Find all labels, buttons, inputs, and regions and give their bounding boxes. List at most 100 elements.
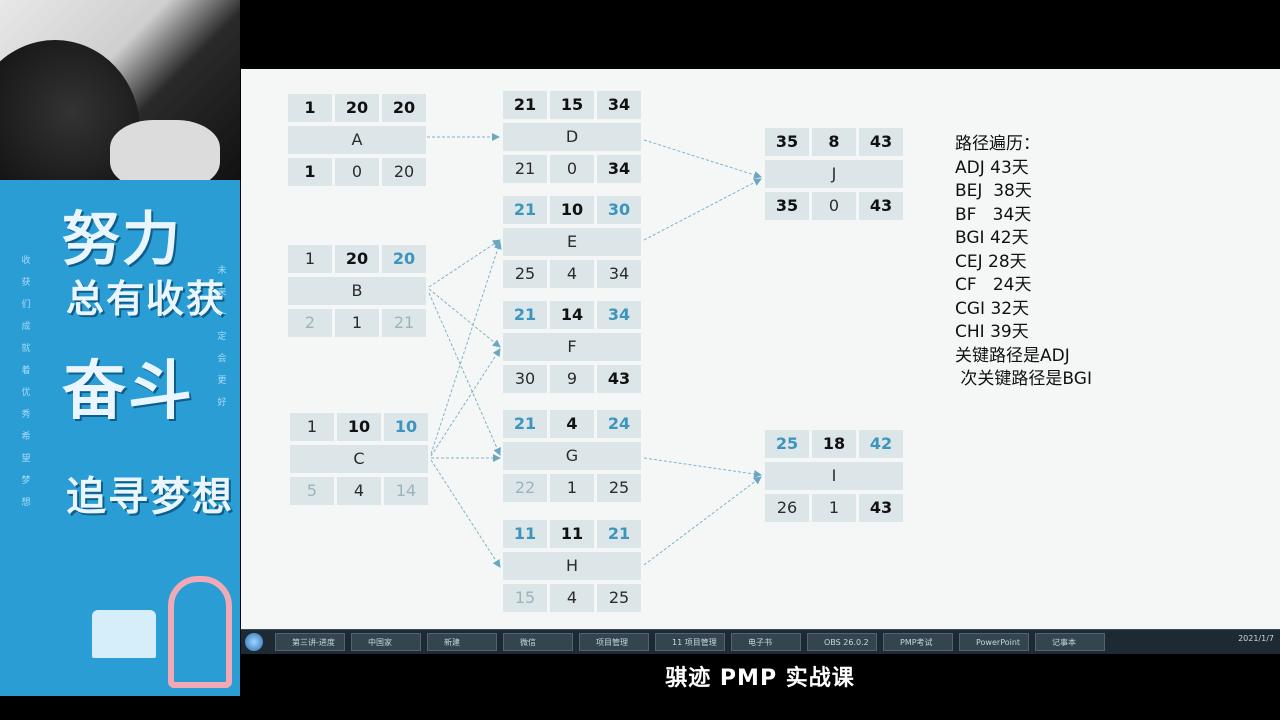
node-i-float: 1 [812, 494, 856, 522]
taskbar: 第三讲-进度 中国家 新建 微信 项目管理 11 项目管理 电子书 OBS 26… [241, 629, 1280, 654]
path-line: CF 24天 [955, 275, 1032, 295]
node-e-label: E [503, 228, 641, 256]
node-e-lf: 34 [597, 260, 641, 288]
node-f-es: 21 [503, 301, 547, 329]
node-h-es: 11 [503, 520, 547, 548]
node-a-duration: 20 [335, 94, 379, 122]
node-j-float: 0 [812, 192, 856, 220]
taskbar-item[interactable]: 第三讲-进度 [275, 633, 345, 651]
node-f-duration: 14 [550, 301, 594, 329]
node-d-es: 21 [503, 91, 547, 119]
taskbar-item[interactable]: 项目管理 [579, 633, 649, 651]
poster-line-3: 奋斗 [62, 355, 194, 429]
node-g-duration: 4 [550, 410, 594, 438]
node-d-duration: 15 [550, 91, 594, 119]
node-g-lf: 25 [597, 474, 641, 502]
arrow-b-e [428, 239, 501, 288]
arrow-g-i [643, 457, 762, 478]
node-e-ls: 25 [503, 260, 547, 288]
taskbar-item[interactable]: 中国家 [351, 633, 421, 651]
path-line: CEJ 28天 [955, 251, 1027, 272]
node-a-es: 1 [288, 94, 332, 122]
node-j-lf: 43 [859, 192, 903, 220]
node-c-ef: 10 [384, 413, 428, 441]
taskbar-item[interactable]: 微信 [503, 633, 573, 651]
path-line: BGI 42天 [955, 228, 1029, 248]
poster-vertical-right: 未来一定会更好 [217, 266, 227, 408]
node-b-es: 1 [288, 245, 332, 273]
node-b-lf: 21 [382, 309, 426, 337]
node-f-float: 9 [550, 365, 594, 393]
node-b-label: B [288, 277, 426, 305]
lamp-illustration [168, 576, 232, 688]
node-j-duration: 8 [812, 128, 856, 156]
node-c-duration: 10 [337, 413, 381, 441]
node-a-float: 0 [335, 158, 379, 186]
taskbar-item[interactable]: PMP考试 [883, 633, 953, 651]
node-e-ef: 30 [597, 196, 641, 224]
node-e-es: 21 [503, 196, 547, 224]
node-i-duration: 18 [812, 430, 856, 458]
taskbar-item[interactable]: 新建 [427, 633, 497, 651]
node-d-label: D [503, 123, 641, 151]
node-b-ls: 2 [288, 309, 332, 337]
node-a-lf: 20 [382, 158, 426, 186]
taskbar-item[interactable]: PowerPoint [959, 633, 1029, 651]
node-a-label: A [288, 126, 426, 154]
poster-vertical-left: 收获们成就着优秀希望梦想 [21, 256, 31, 508]
node-j-ef: 43 [859, 128, 903, 156]
node-g-es: 21 [503, 410, 547, 438]
node-i-es: 25 [765, 430, 809, 458]
node-a-ls: 1 [288, 158, 332, 186]
node-c-ls: 5 [290, 477, 334, 505]
node-f-ef: 34 [597, 301, 641, 329]
taskbar-item[interactable]: 记事本 [1035, 633, 1105, 651]
path-line: ADJ 43天 [955, 157, 1029, 178]
path-list: 路径遍历： ADJ 43天 BEJ 38天 BF 34天 BGI 42天 CEJ… [955, 133, 1092, 392]
node-d-ls: 21 [503, 155, 547, 183]
path-line: CHI 39天 [955, 322, 1029, 342]
taskbar-item[interactable]: 电子书 [731, 633, 801, 651]
poster-line-4: 追寻梦想 [66, 474, 234, 520]
node-f-ls: 30 [503, 365, 547, 393]
node-g-label: G [503, 442, 641, 470]
node-f-label: F [503, 333, 641, 361]
node-c-lf: 14 [384, 477, 428, 505]
arrow-c-e [430, 241, 502, 455]
node-g-ls: 22 [503, 474, 547, 502]
node-h-ls: 15 [503, 584, 547, 612]
node-h-lf: 25 [597, 584, 641, 612]
node-d-float: 0 [550, 155, 594, 183]
motivational-poster: 努力 总有收获 奋斗 追寻梦想 收获们成就着优秀希望梦想 未来一定会更好 [0, 180, 240, 696]
node-h-float: 4 [550, 584, 594, 612]
node-e-duration: 10 [550, 196, 594, 224]
path-line: BEJ 38天 [955, 181, 1032, 201]
node-b-float: 1 [335, 309, 379, 337]
node-b-duration: 20 [335, 245, 379, 273]
path-line: CGI 32天 [955, 298, 1030, 319]
taskbar-clock[interactable]: 2021/1/7 [1238, 634, 1274, 643]
taskbar-item[interactable]: OBS 26.0.2 [807, 633, 877, 651]
arrow-b-g [428, 292, 501, 456]
arrow-d-j [643, 139, 762, 179]
taskbar-item[interactable]: 11 项目管理 [655, 633, 725, 651]
node-g-ef: 24 [597, 410, 641, 438]
node-d-lf: 34 [597, 155, 641, 183]
node-i-lf: 43 [859, 494, 903, 522]
node-h-duration: 11 [550, 520, 594, 548]
video-caption: 骐迹 PMP 实战课 [665, 666, 855, 691]
node-j-es: 35 [765, 128, 809, 156]
node-b-ef: 20 [382, 245, 426, 273]
node-h-ef: 21 [597, 520, 641, 548]
node-i-label: I [765, 462, 903, 490]
arrow-b-f [428, 288, 501, 348]
start-button[interactable] [245, 633, 263, 651]
